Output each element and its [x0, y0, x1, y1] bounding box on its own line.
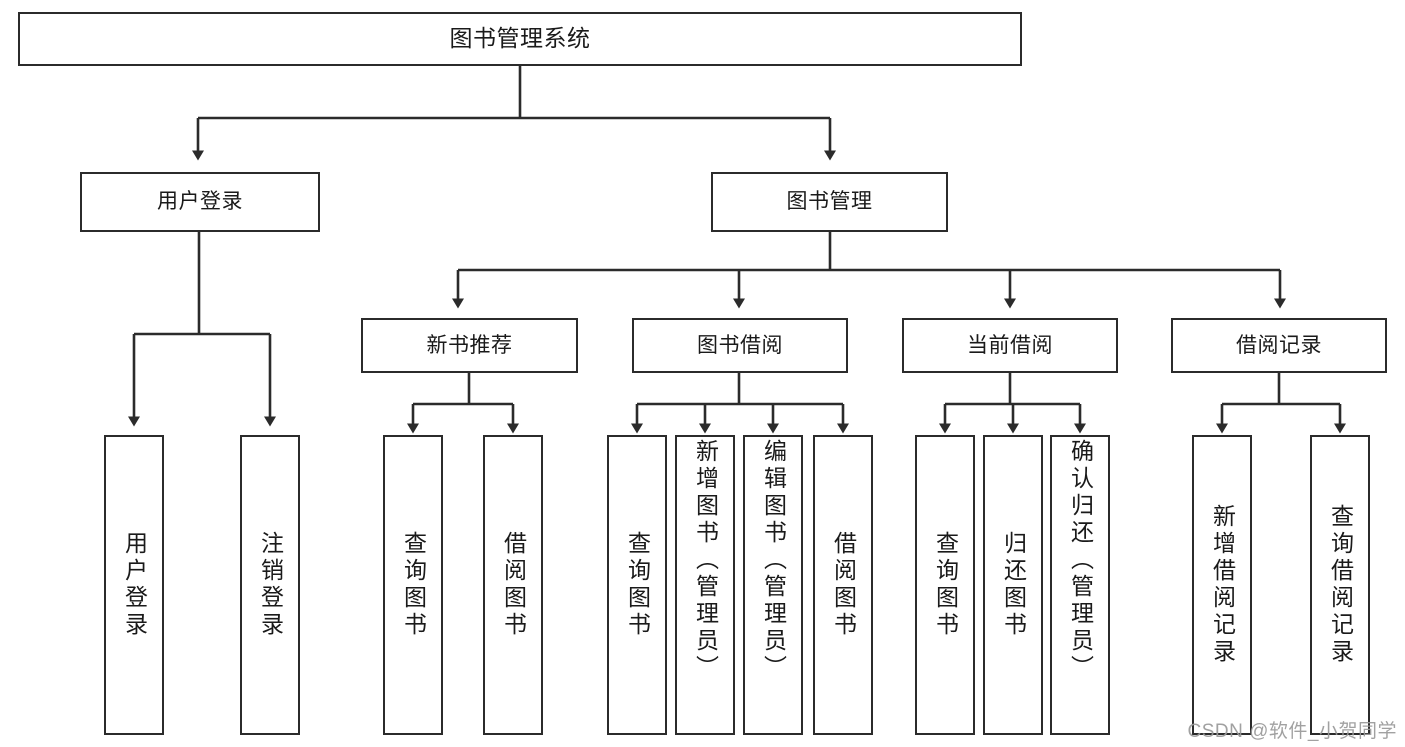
leaf-borrow-book-new[interactable]: 借阅图书 [483, 435, 543, 735]
node-label: 归还图书 [1000, 531, 1027, 639]
leaf-add-borrow-record[interactable]: 新增借阅记录 [1192, 435, 1252, 735]
leaf-query-book-borrow[interactable]: 查询图书 [607, 435, 667, 735]
leaf-query-borrow-record[interactable]: 查询借阅记录 [1310, 435, 1370, 735]
leaf-borrow-book-borrow[interactable]: 借阅图书 [813, 435, 873, 735]
leaf-query-book-current[interactable]: 查询图书 [915, 435, 975, 735]
node-label: 图书管理系统 [449, 25, 591, 52]
node-borrow-record[interactable]: 借阅记录 [1171, 318, 1387, 373]
leaf-confirm-return-admin[interactable]: 确认归还（管理员） [1050, 435, 1110, 735]
node-label: 图书借阅 [697, 333, 783, 357]
node-label: 新增图书（管理员） [692, 439, 719, 682]
node-book-management-system[interactable]: 图书管理系统 [18, 12, 1022, 66]
node-label: 确认归还（管理员） [1067, 439, 1094, 682]
leaf-user-login[interactable]: 用户登录 [104, 435, 164, 735]
node-label: 新书推荐 [426, 333, 513, 357]
node-current-borrow[interactable]: 当前借阅 [902, 318, 1118, 373]
node-new-book-recommend[interactable]: 新书推荐 [361, 318, 578, 373]
leaf-edit-book-admin[interactable]: 编辑图书（管理员） [743, 435, 803, 735]
node-label: 借阅记录 [1236, 333, 1322, 357]
leaf-add-book-admin[interactable]: 新增图书（管理员） [675, 435, 735, 735]
leaf-query-book-new[interactable]: 查询图书 [383, 435, 443, 735]
csdn-watermark: CSDN @软件_小贺同学 [1187, 721, 1397, 742]
node-label: 新增借阅记录 [1209, 504, 1236, 666]
node-label: 查询图书 [400, 531, 427, 639]
node-label: 查询借阅记录 [1327, 504, 1354, 666]
node-label: 图书管理 [786, 190, 873, 214]
node-label: 用户登录 [121, 531, 148, 639]
node-label: 查询图书 [932, 531, 959, 639]
node-label: 借阅图书 [830, 531, 857, 639]
node-user-login[interactable]: 用户登录 [80, 172, 320, 232]
node-label: 注销登录 [257, 531, 284, 639]
node-label: 用户登录 [157, 190, 243, 214]
node-label: 当前借阅 [967, 333, 1053, 357]
node-label: 查询图书 [624, 531, 651, 639]
node-label: 编辑图书（管理员） [760, 439, 787, 682]
leaf-user-logout[interactable]: 注销登录 [240, 435, 300, 735]
node-book-manage[interactable]: 图书管理 [711, 172, 948, 232]
node-label: 借阅图书 [500, 531, 527, 639]
leaf-return-book[interactable]: 归还图书 [983, 435, 1043, 735]
node-book-borrow[interactable]: 图书借阅 [632, 318, 848, 373]
